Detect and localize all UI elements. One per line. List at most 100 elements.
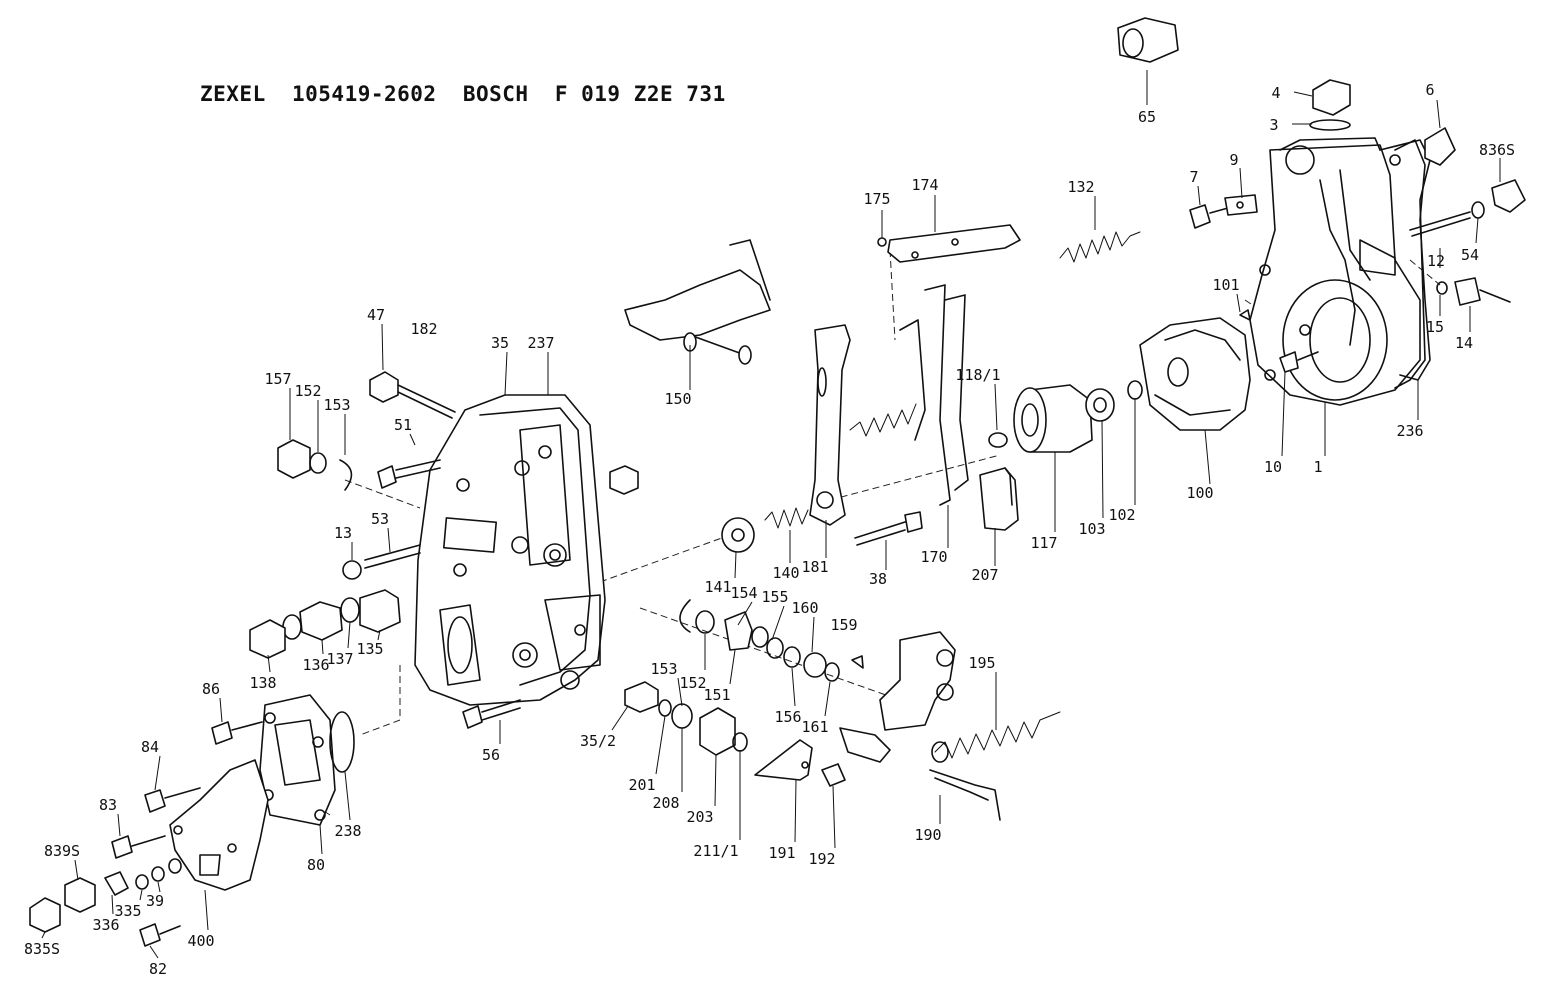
part-label: 9: [1229, 151, 1238, 169]
part-label: 54: [1461, 246, 1479, 264]
part-label: 190: [914, 826, 941, 844]
leader-line: [655, 715, 666, 775]
leader-line: [111, 894, 114, 915]
leader-line: [734, 551, 737, 579]
part-label: 140: [772, 564, 799, 582]
diagram-title: ZEXEL 105419-2602 BOSCH F 019 Z2E 731: [200, 82, 726, 106]
part-label: 157: [264, 370, 291, 388]
part-label: 154: [730, 584, 757, 602]
leader-line: [771, 605, 785, 641]
part-label: 150: [664, 390, 691, 408]
part-label: 161: [801, 718, 828, 736]
left-fasteners: [249, 371, 639, 729]
leader-line: [794, 779, 797, 843]
part-label: 238: [334, 822, 361, 840]
leader-line: [321, 639, 324, 655]
spring-132: [1059, 231, 1141, 263]
leader-line: [409, 433, 416, 446]
part-label: 6: [1425, 81, 1434, 99]
lower-right-bracket: [839, 631, 1061, 821]
part-label: 836S: [1479, 141, 1515, 159]
leader-line: [1197, 185, 1201, 206]
leader-line: [1204, 429, 1211, 485]
part-label: 152: [679, 674, 706, 692]
part-label: 14: [1455, 334, 1473, 352]
part-label: 153: [323, 396, 350, 414]
leader-line: [139, 889, 143, 901]
leader-line: [347, 621, 351, 649]
lower-left-assembly: [29, 694, 355, 947]
part-label: 136: [302, 656, 329, 674]
part-label: 56: [482, 746, 500, 764]
part-label: 160: [791, 599, 818, 617]
part-label: 336: [92, 916, 119, 934]
leader-line: [1436, 99, 1441, 129]
part-label: 839S: [44, 842, 80, 860]
part-label: 102: [1108, 506, 1135, 524]
part-label: 13: [334, 524, 352, 542]
leader-line: [204, 889, 209, 931]
part-label: 4: [1271, 84, 1280, 102]
part-label: 15: [1426, 318, 1444, 336]
part-label: 7: [1189, 168, 1198, 186]
part-label: 80: [307, 856, 325, 874]
part-label: 39: [146, 892, 164, 910]
part-label: 51: [394, 416, 412, 434]
flyweight-assembly-100: [1139, 317, 1251, 431]
part-label: 3: [1269, 116, 1278, 134]
part-label: 82: [149, 960, 167, 978]
leader-line: [1281, 371, 1286, 457]
part-label: 101: [1212, 276, 1239, 294]
leader-line: [381, 323, 384, 371]
leader-line: [117, 813, 121, 837]
small-parts-right: [988, 17, 1526, 448]
leader-line: [1236, 293, 1241, 313]
part-label: 10: [1264, 458, 1282, 476]
part-label: 153: [650, 660, 677, 678]
leader-line: [994, 383, 998, 431]
leader-line: [714, 754, 717, 807]
governor-cover-35: [414, 394, 606, 706]
leader-line: [1239, 167, 1243, 199]
part-label: 141: [704, 578, 731, 596]
part-label: 65: [1138, 108, 1156, 126]
leader-line: [677, 677, 683, 707]
part-label: 86: [202, 680, 220, 698]
sleeve-117: [1013, 384, 1093, 453]
leader-line: [157, 881, 161, 893]
part-label: 84: [141, 738, 159, 756]
leader-line: [1475, 217, 1479, 244]
leader-line: [1101, 419, 1104, 519]
part-label: 117: [1030, 534, 1057, 552]
part-label: 175: [863, 190, 890, 208]
part-label: 12: [1427, 252, 1445, 270]
leader-line: [811, 616, 815, 653]
part-label: 1: [1313, 458, 1322, 476]
leader-line: [41, 931, 46, 939]
leader-line: [319, 824, 323, 855]
part-label: 103: [1078, 520, 1105, 538]
part-label: 152: [294, 382, 321, 400]
part-label: 191: [768, 844, 795, 862]
part-label: 236: [1396, 422, 1423, 440]
control-levers-center: [624, 224, 1021, 546]
leader-line: [791, 667, 796, 707]
part-label: 35: [491, 334, 509, 352]
leader-line: [154, 755, 161, 791]
part-label: 182: [410, 320, 437, 338]
pump-housing-1: [1249, 137, 1431, 406]
part-label: 195: [968, 654, 995, 672]
part-label: 135: [356, 640, 383, 658]
leader-line: [1293, 91, 1313, 97]
part-label: 155: [761, 588, 788, 606]
part-label: 132: [1067, 178, 1094, 196]
part-label: 835S: [24, 940, 60, 958]
part-label: 211/1: [693, 842, 738, 860]
leader-line: [267, 654, 271, 673]
leader-line: [219, 697, 223, 723]
part-label: 83: [99, 796, 117, 814]
leader-line: [74, 859, 79, 881]
